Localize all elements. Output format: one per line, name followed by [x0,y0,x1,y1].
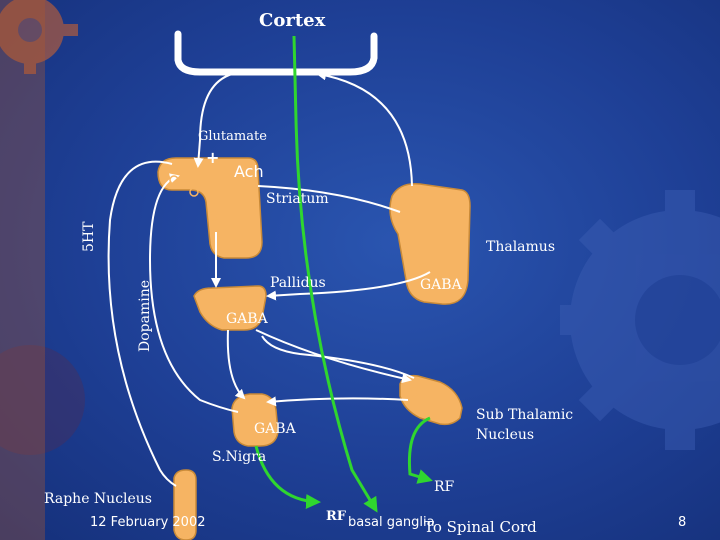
nigra-to-rf [254,445,321,509]
sub-thalamic-shape [399,374,463,426]
raphe-label: Raphe Nucleus [44,491,152,507]
page-number: 8 [678,515,687,530]
pathways [107,70,431,487]
thalamus-label: Thalamus [486,239,556,255]
striatum-shape [157,157,263,259]
striatum-to-thalamus-link [257,185,401,213]
thalamus-gaba-label: GABA [420,277,462,293]
dopamine-label: Dopamine [137,279,153,352]
pallidus-gaba-label: GABA [226,311,268,327]
gear-hub-right [635,275,720,365]
plus-sign: + [206,148,220,167]
nigra-to-subthalamic [266,396,409,407]
cortex-outline [174,30,378,76]
snigra-label: S.Nigra [212,449,267,465]
subthalamic-to-pallidus [261,335,415,379]
left-edge-band [0,0,45,540]
raphe-shape [173,469,197,540]
striatum-label: Striatum [266,191,329,207]
spinal-cord-label: To Spinal Cord [424,518,537,536]
gear-icon-bottom-left [0,345,85,455]
sub-thalamic-label-line1: Sub Thalamic [476,407,574,423]
sub-thalamic-label-line2: Nucleus [476,427,535,443]
fivehtt-loop [107,160,177,487]
cortex-to-thalamus [316,70,413,187]
ach-label: Ach [234,162,264,181]
cortex-to-spinal-cord [292,35,378,513]
thalamus-shape [389,183,471,305]
rf-bottom-label: RF [326,509,347,524]
pallidus-to-nigra [226,329,246,400]
pallidus-to-subthalamic [255,329,412,384]
subthalamic-to-rf [407,416,433,484]
rf-right-label: RF [434,479,455,495]
output-pathways [254,35,433,513]
pallidus-label: Pallidus [270,275,326,291]
pallidus-shape [193,285,267,331]
date-label: 12 February 2002 [90,515,206,530]
cortex-label: Cortex [259,10,326,31]
nigra-gaba-label: GABA [254,421,296,437]
dopamine-loop [148,173,239,413]
cortex-to-striatum [193,73,233,168]
gear-hub-top-left [18,18,42,42]
fivehtt-label: 5HT [81,221,97,252]
basal-ganglia-label: basal ganglia [348,515,435,530]
glutamate-label: Glutamate [198,129,267,144]
synapse-markers [169,175,429,409]
thalamus-to-pallidus-gaba [266,271,431,301]
